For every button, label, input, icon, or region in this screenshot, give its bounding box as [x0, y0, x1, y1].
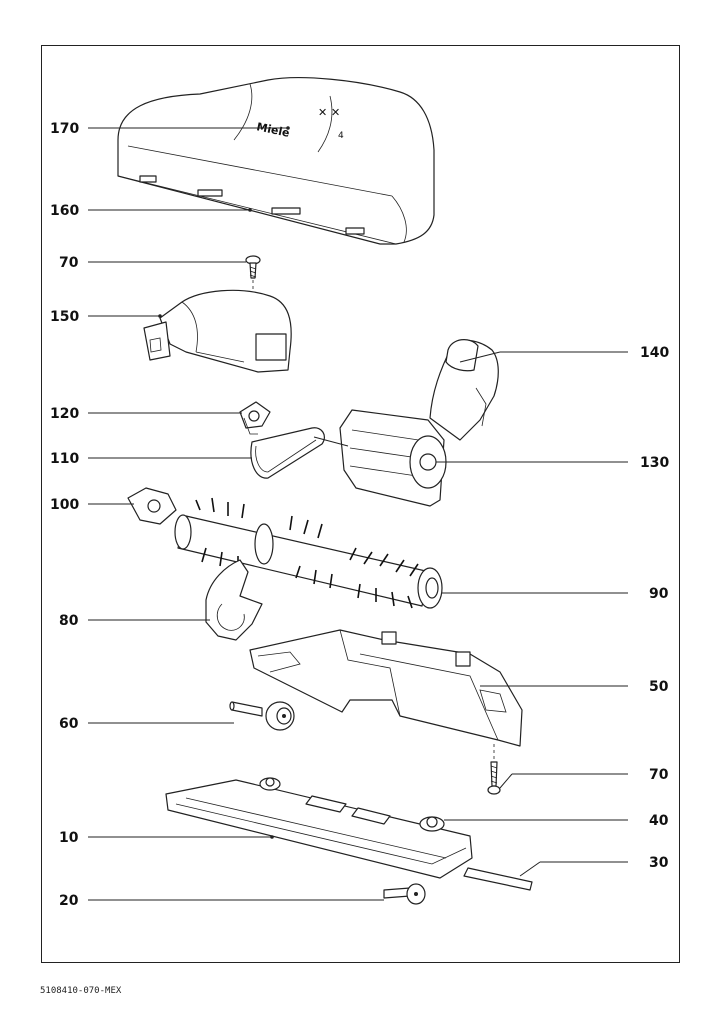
- callout-70-top: 70: [59, 255, 79, 271]
- callout-80: 80: [59, 613, 79, 629]
- callout-60: 60: [59, 716, 79, 732]
- brush-bristles: [195, 497, 419, 609]
- callout-140: 140: [640, 345, 669, 361]
- callout-90: 90: [649, 586, 669, 602]
- callout-50: 50: [649, 679, 669, 695]
- callout-70-lower: 70: [649, 767, 669, 783]
- callouts-right: 140 130 90 50 70 40 30: [640, 345, 669, 871]
- callout-40: 40: [649, 813, 669, 829]
- motor-cover: [143, 289, 292, 373]
- rail-strip: [463, 867, 533, 891]
- callout-20: 20: [59, 893, 79, 909]
- wheel-with-axle: [229, 701, 295, 731]
- leader-lines-right: [442, 351, 628, 877]
- top-cover-hood: ✕ ✕ 4 Miele: [117, 77, 435, 245]
- drive-belt: [250, 427, 325, 479]
- callout-100: 100: [50, 497, 79, 513]
- leader-lines-left: [88, 126, 384, 901]
- callout-130: 130: [640, 455, 669, 471]
- callouts-left: 170 160 70 150 120 110 100 80 60 10 20: [50, 121, 79, 909]
- hood-mark-icon: ✕ ✕: [318, 106, 340, 119]
- sole-plate: [165, 777, 473, 879]
- motor-fan-assembly: [313, 339, 499, 507]
- small-wheel: [383, 883, 426, 905]
- base-chassis: [249, 629, 523, 747]
- diagram-frame: [41, 45, 680, 963]
- hood-small-mark-icon: 4: [338, 131, 344, 141]
- brush-end-bracket: [127, 487, 177, 525]
- callout-150: 150: [50, 309, 79, 325]
- callout-170: 170: [50, 121, 79, 137]
- callout-120: 120: [50, 406, 79, 422]
- callout-110: 110: [50, 451, 79, 467]
- callout-30: 30: [649, 855, 669, 871]
- brush-roller: [174, 497, 443, 609]
- pulley-bracket: [239, 401, 271, 435]
- side-bracket: [205, 559, 263, 641]
- callout-160: 160: [50, 203, 79, 219]
- castor: [419, 816, 445, 832]
- callout-10: 10: [59, 830, 79, 846]
- drawing-code: 5108410-070-MEX: [40, 986, 122, 996]
- screw-lower: [487, 744, 501, 795]
